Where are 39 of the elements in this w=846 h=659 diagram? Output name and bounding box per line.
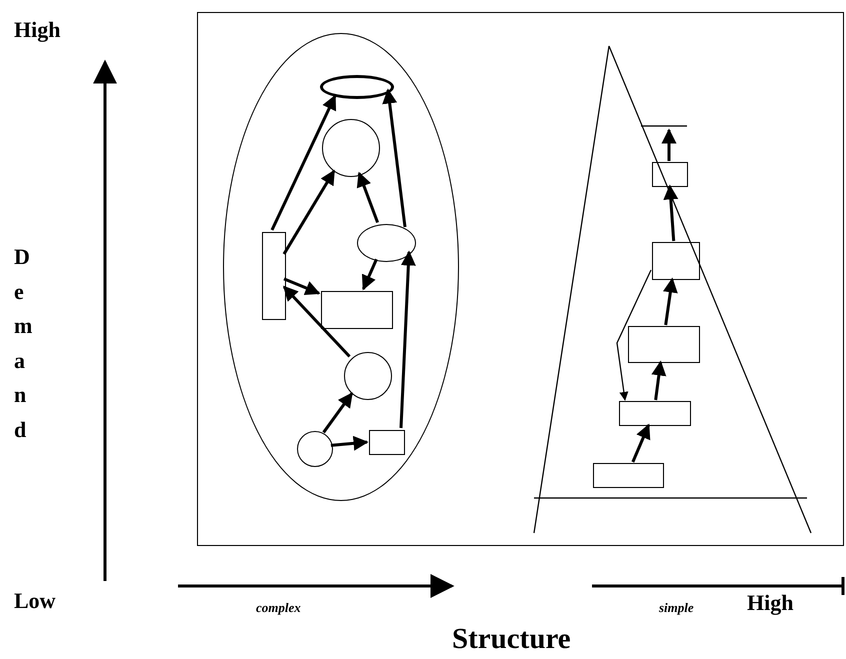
axis-end-label: simple xyxy=(659,601,694,616)
arrow xyxy=(662,278,678,326)
arrow xyxy=(616,270,652,401)
circle-node xyxy=(297,431,333,467)
process-box xyxy=(652,162,688,187)
process-box xyxy=(369,430,405,455)
outer-frame xyxy=(197,12,844,546)
arrow xyxy=(282,170,336,255)
arrow xyxy=(662,128,676,161)
process-box xyxy=(593,463,664,488)
oval-boundary xyxy=(223,33,459,501)
circle-node xyxy=(344,352,392,400)
axis-end-label: High xyxy=(747,591,794,616)
oval-node xyxy=(357,224,416,262)
axis-end-label: Low xyxy=(14,589,56,614)
process-box xyxy=(619,401,691,426)
process-box xyxy=(262,232,286,320)
process-box xyxy=(652,242,700,280)
arrow xyxy=(282,286,351,358)
arrow xyxy=(400,250,416,428)
arrow xyxy=(631,424,650,463)
arrow xyxy=(651,360,666,400)
arrow xyxy=(382,88,406,228)
axis-title: Structure xyxy=(452,624,571,656)
oval-node xyxy=(320,75,394,99)
arrow xyxy=(663,184,678,242)
triangle-outline xyxy=(531,46,813,533)
arrow xyxy=(283,278,320,296)
arrow xyxy=(362,258,378,290)
axis-end-label: complex xyxy=(256,601,301,616)
axis-title: Demand xyxy=(14,243,34,444)
process-box xyxy=(321,291,393,329)
process-box xyxy=(628,326,700,363)
circle-node xyxy=(322,119,380,177)
arrow xyxy=(322,392,354,434)
arrow xyxy=(330,436,368,451)
arrow xyxy=(270,94,336,231)
arrow xyxy=(356,172,379,224)
axis-end-label: High xyxy=(14,18,60,42)
